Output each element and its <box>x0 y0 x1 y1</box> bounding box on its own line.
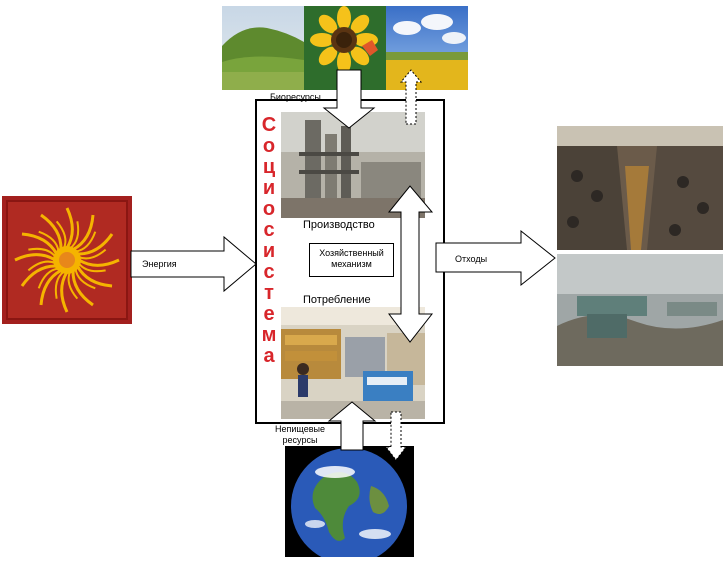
waste-label: Отходы <box>455 254 488 264</box>
sociosystem-letter: а <box>263 345 275 367</box>
sociosystem-letter: с <box>263 219 275 241</box>
economic-mechanism-line1: Хозяйственный <box>319 248 384 258</box>
sociosystem-letter: е <box>263 303 275 325</box>
sun-ray <box>77 233 114 256</box>
sun-ray <box>40 213 63 250</box>
production-label: Производство <box>303 219 375 231</box>
sun-image <box>2 196 132 324</box>
bioresources-label: Биоресурсы <box>270 92 321 102</box>
production-image <box>281 112 425 218</box>
waste-collage-picture <box>557 126 723 366</box>
sociosystem-letter: и <box>262 240 276 262</box>
landscape-collage-picture <box>222 6 468 91</box>
sun-ray <box>60 271 69 313</box>
sociosystem-letter: м <box>261 324 277 346</box>
sun-ray <box>76 265 113 288</box>
waste-images <box>557 126 723 366</box>
economic-mechanism-box: Хозяйственный механизм <box>309 243 394 277</box>
landscape-images <box>222 6 468 91</box>
sun-ray <box>20 264 57 287</box>
sun-ray <box>21 232 58 255</box>
sociosystem-letter: о <box>262 198 276 220</box>
energy-label: Энергия <box>142 259 177 269</box>
sociosystem-letter: С <box>261 114 277 136</box>
sun-core-inner <box>59 252 75 268</box>
sun-ray <box>14 253 56 262</box>
sociosystem-letter: ц <box>262 156 276 178</box>
sun-picture <box>2 196 132 324</box>
sociosystem-letter: т <box>264 282 274 304</box>
nonfood-line1: Непищевые <box>275 424 325 434</box>
sociosystem-letter: с <box>263 261 275 283</box>
sun-ray <box>71 270 94 307</box>
sociosystem-letter: и <box>262 177 276 199</box>
consumption-label: Потребление <box>303 294 371 306</box>
sun-ray <box>72 214 95 251</box>
earth-image <box>285 446 414 562</box>
nonfood-resources-label: Непищевые ресурсы <box>268 424 332 446</box>
sun-ray <box>39 269 62 306</box>
waste-arrow <box>435 229 556 287</box>
supermarket-picture <box>281 307 425 419</box>
economic-mechanism-line2: механизм <box>331 259 372 269</box>
sun-ray <box>65 207 74 249</box>
earth-picture <box>285 446 414 562</box>
nonfood-line2: ресурсы <box>282 435 318 445</box>
sun-ray <box>78 258 120 267</box>
factory-picture <box>281 112 425 218</box>
consumption-image <box>281 307 425 419</box>
sociosystem-letter: о <box>262 135 276 157</box>
sociosystem-vertical-label: С о ц и о с и с т е м а <box>258 115 280 367</box>
